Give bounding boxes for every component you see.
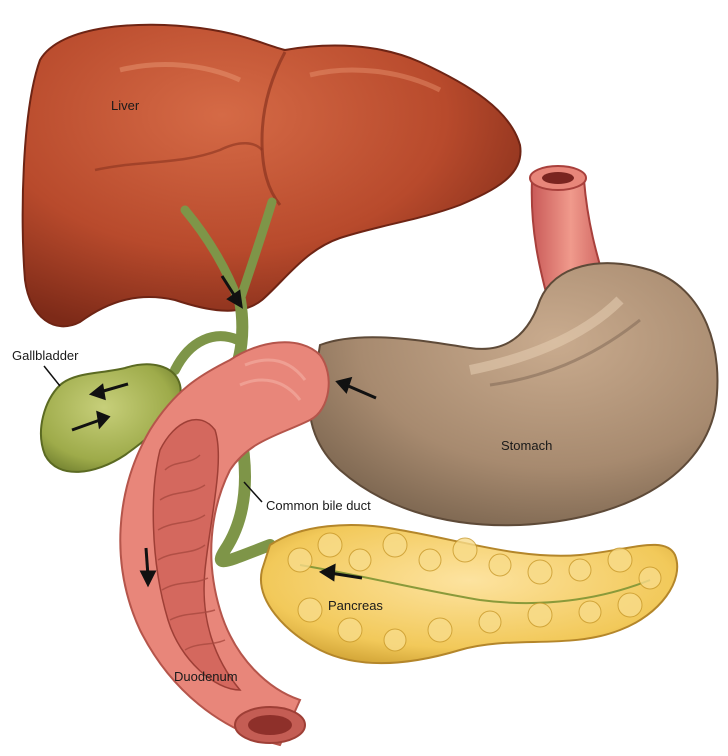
- liver-shape: [23, 25, 521, 327]
- leader-gallbladder: [44, 366, 60, 386]
- label-duodenum: Duodenum: [174, 669, 238, 684]
- stomach-shape: [310, 263, 717, 525]
- label-common-bile-duct: Common bile duct: [266, 498, 371, 513]
- pancreas-shape: [261, 525, 677, 663]
- label-gallbladder: Gallbladder: [12, 348, 79, 363]
- label-stomach: Stomach: [501, 438, 552, 453]
- label-pancreas: Pancreas: [328, 598, 383, 613]
- label-liver: Liver: [111, 98, 139, 113]
